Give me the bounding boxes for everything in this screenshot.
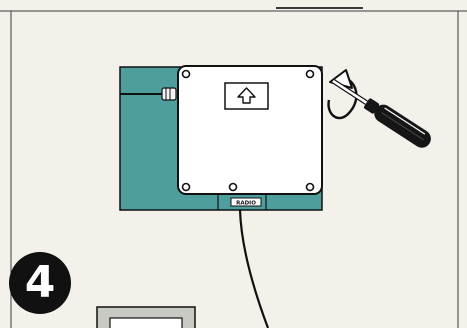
next-component xyxy=(96,306,196,328)
screwdriver-icon xyxy=(331,78,431,148)
screw-hole xyxy=(181,182,191,192)
screw-hole xyxy=(228,182,238,192)
up-arrow-icon xyxy=(224,82,269,110)
screw-holes xyxy=(181,69,315,192)
screw-hole xyxy=(181,69,191,79)
radio-label-tab: RADIO xyxy=(217,194,267,210)
step-number: 4 xyxy=(24,257,56,308)
step-badge xyxy=(9,252,71,314)
cable-connector xyxy=(161,87,177,101)
radio-label: RADIO xyxy=(236,201,256,207)
side-cable xyxy=(120,87,177,101)
screw-hole xyxy=(305,182,315,192)
bottom-cable xyxy=(238,209,270,328)
device-panel xyxy=(177,65,323,195)
screw-hole xyxy=(305,69,315,79)
